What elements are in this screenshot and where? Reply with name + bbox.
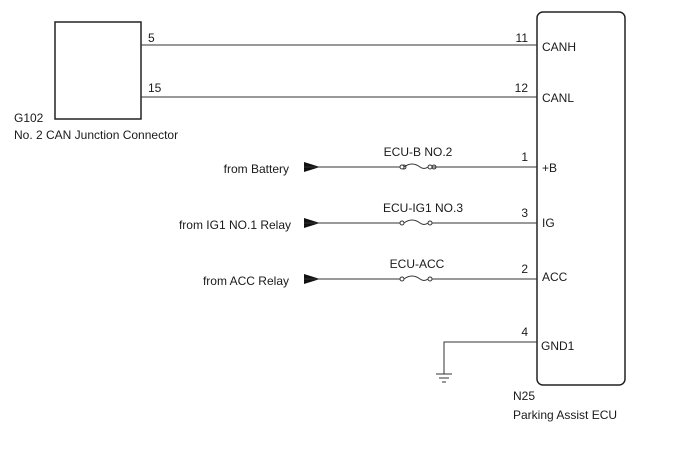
ecu-pin-number: 2 [521, 262, 528, 276]
ecu-pin-label: CANL [542, 91, 574, 105]
ecu-pin-number: 12 [515, 81, 529, 95]
fuse-icon [403, 275, 429, 281]
ecu-pin-label: ACC [542, 270, 568, 284]
wire-canh: 5 11 CANH [141, 31, 576, 54]
ground-icon [436, 373, 452, 383]
parking-assist-ecu-box [536, 11, 626, 386]
connector-pin-label: 5 [148, 31, 155, 45]
fuse-label: ECU-ACC [390, 257, 445, 271]
connector-id: G102 [14, 111, 44, 125]
source-label: from ACC Relay [203, 274, 289, 288]
ecu-pin-number: 11 [516, 31, 529, 45]
source-label: from Battery [224, 162, 289, 176]
ecu-pin-number: 1 [521, 150, 528, 164]
wire-gnd1: 4 GND1 [436, 325, 575, 383]
fuse-label: ECU-B NO.2 [384, 145, 453, 159]
ecu-pin-label: GND1 [541, 339, 575, 353]
ecu-pin-number: 4 [521, 325, 528, 339]
ecu-pin-label: IG [542, 216, 555, 230]
ecu-name: Parking Assist ECU [513, 408, 617, 422]
ecu-pin-label: CANH [542, 40, 576, 54]
fuse-icon [403, 219, 429, 225]
wire-ig: from IG1 NO.1 Relay ECU-IG1 NO.3 3 IG [179, 201, 555, 232]
fuse-label: ECU-IG1 NO.3 [383, 201, 463, 215]
wire-canl: 15 12 CANL [141, 81, 574, 105]
wire-acc: from ACC Relay ECU-ACC 2 ACC [203, 257, 568, 288]
connector-pin-label: 15 [148, 81, 162, 95]
can-junction-connector-box [54, 21, 142, 120]
wire-plus-b: from Battery ECU-B NO.2 1 +B [224, 145, 557, 176]
connector-name: No. 2 CAN Junction Connector [14, 128, 178, 142]
ecu-pin-number: 3 [521, 206, 528, 220]
source-label: from IG1 NO.1 Relay [179, 218, 291, 232]
ecu-id: N25 [513, 389, 535, 403]
ecu-pin-label: +B [542, 161, 557, 175]
